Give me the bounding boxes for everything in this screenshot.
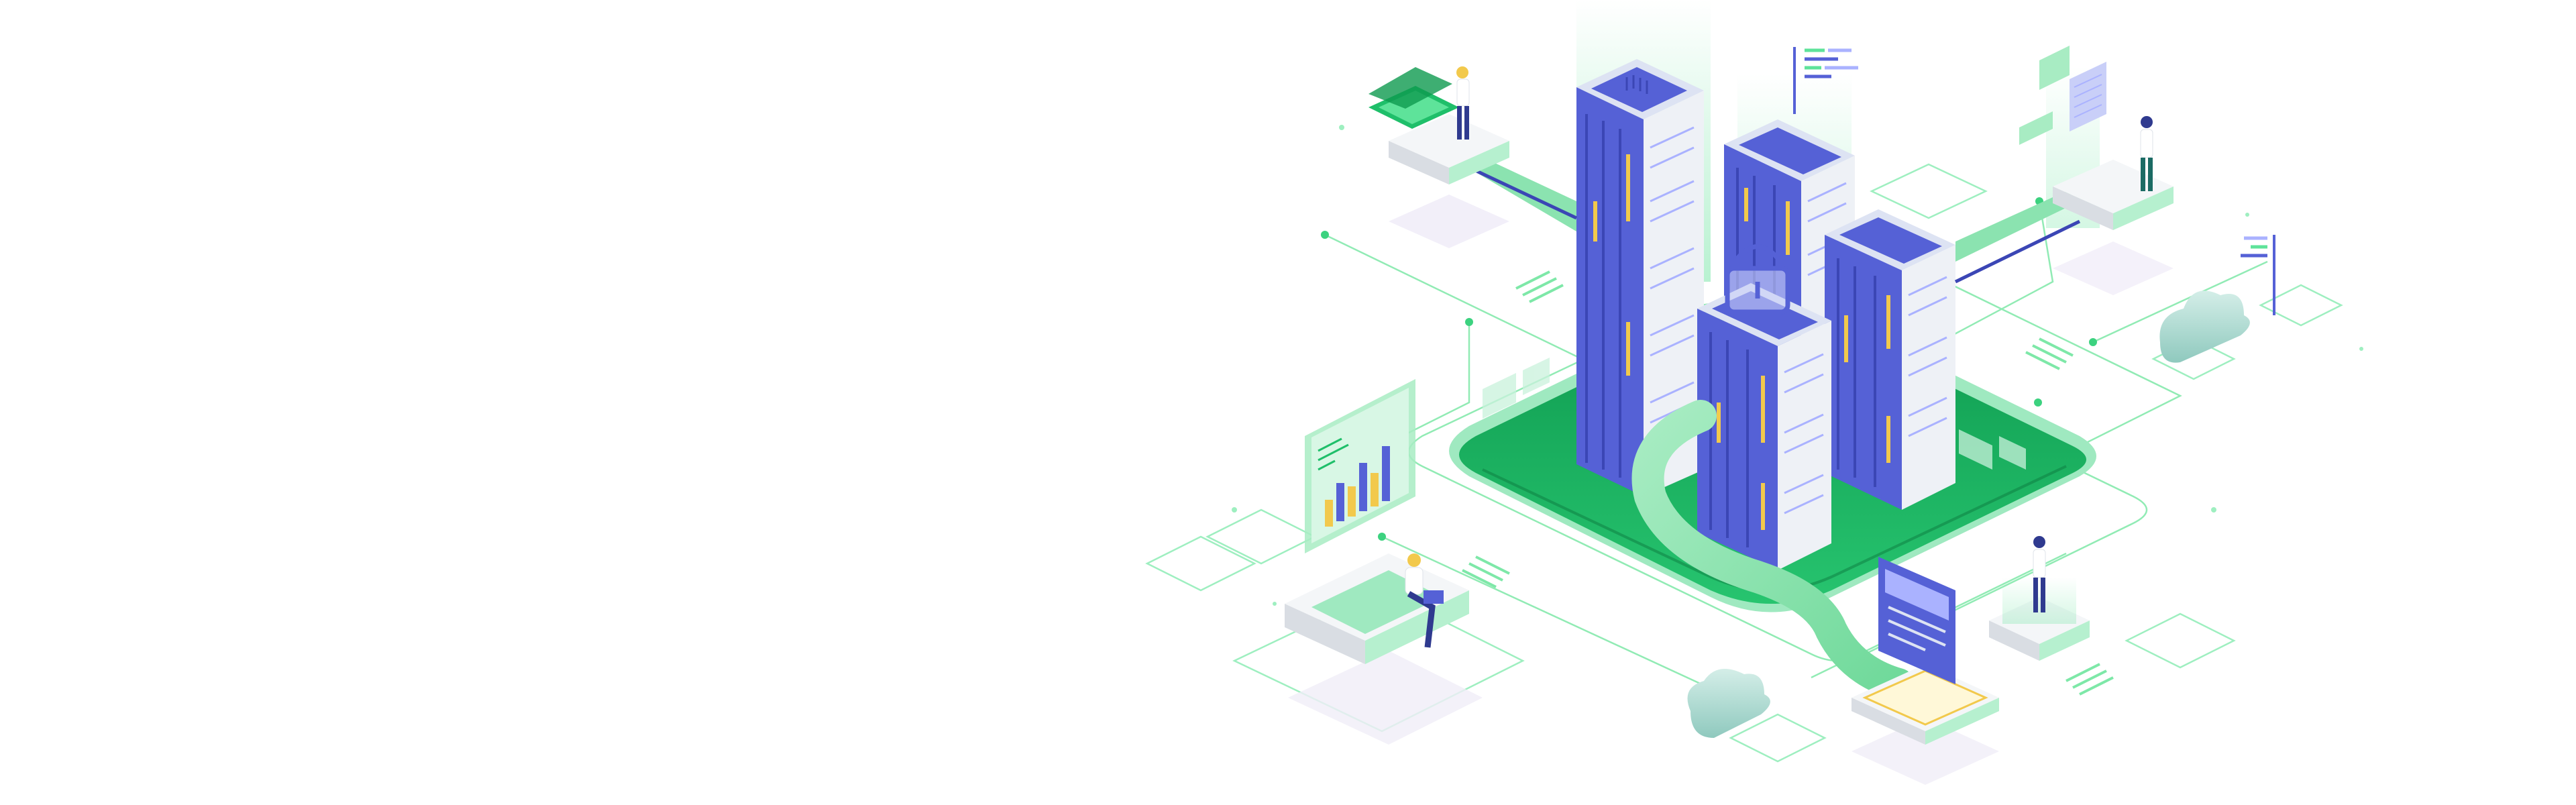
tablet-panel	[1368, 67, 1459, 129]
platform-icon	[1851, 664, 1999, 785]
sparkles	[1232, 125, 2363, 606]
server-tower-icon	[1576, 59, 1704, 496]
cloud-icon	[2159, 290, 2250, 363]
server-tower-icon	[1825, 209, 1955, 510]
bridge	[1461, 162, 1578, 220]
platform-icon	[1285, 553, 1483, 745]
code-snippet	[1793, 47, 2275, 315]
bar-chart-panel-icon	[1305, 379, 1415, 553]
cloud-icon	[1687, 669, 1770, 738]
person-icon	[1405, 553, 1444, 648]
bridge	[1462, 156, 1576, 231]
person-icon	[1456, 66, 1470, 140]
person-icon	[2033, 536, 2046, 612]
padlock-icon	[1725, 244, 1790, 315]
document-icon	[1878, 557, 1955, 684]
stripes	[1462, 270, 2114, 696]
person-icon	[2140, 116, 2153, 191]
platform-icon	[1989, 577, 2090, 661]
winding-path	[1631, 400, 1915, 700]
bridge	[1955, 191, 2080, 262]
floating-panels	[2019, 46, 2106, 145]
floating-panels	[1483, 358, 2026, 470]
bridge	[1954, 219, 2081, 284]
platform-icon	[1389, 114, 1509, 248]
server-tower-icon	[1697, 283, 1831, 570]
